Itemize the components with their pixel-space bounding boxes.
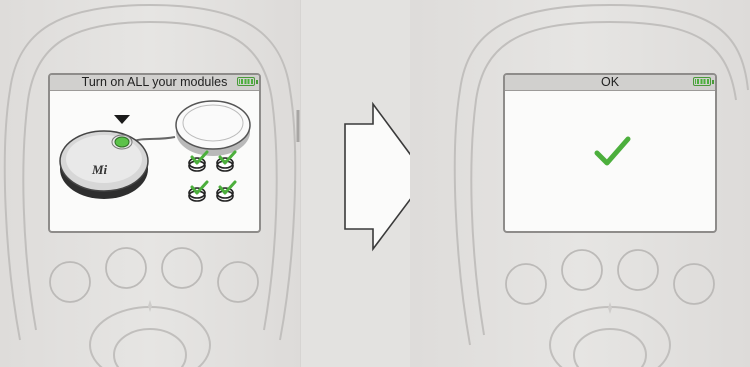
pointer-triangle-icon [114, 115, 130, 124]
before-panel: Turn on ALL your modules Mi [0, 0, 300, 367]
module-illustration: Mi [50, 91, 259, 231]
screen-title: Turn on ALL your modules [82, 75, 228, 89]
right-arrow-icon [301, 0, 411, 367]
device-buttons-after [506, 250, 714, 304]
screen-title-bar: Turn on ALL your modules [50, 75, 259, 91]
device-screen-after: OK [503, 73, 717, 233]
screen-title: OK [601, 75, 619, 89]
module-logo-text: Mi [91, 162, 108, 177]
module-pod-secondary-icon [176, 101, 250, 156]
checkmark-icon [593, 135, 633, 169]
after-panel: OK [410, 0, 750, 367]
module-check-icon [189, 152, 207, 171]
battery-icon [693, 77, 711, 86]
device-screen-before: Turn on ALL your modules Mi [48, 73, 261, 233]
module-check-icon [217, 182, 235, 201]
battery-icon [237, 77, 255, 86]
module-check-grid [189, 152, 235, 201]
module-check-icon [189, 182, 207, 201]
transition-panel [300, 0, 412, 367]
device-buttons-before [50, 248, 258, 302]
screen-title-bar: OK [505, 75, 715, 91]
